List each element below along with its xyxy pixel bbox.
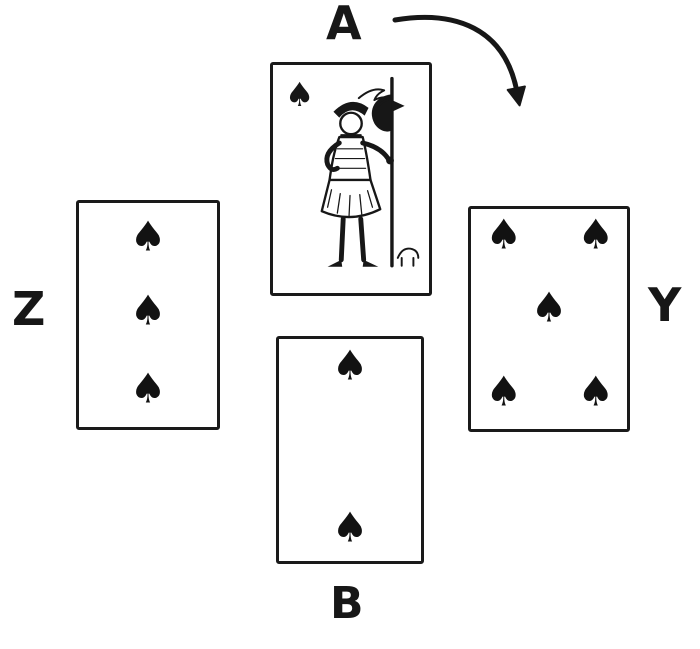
lead-arrow-icon <box>392 14 526 107</box>
player-label-south: B <box>330 578 365 629</box>
card-two-of-spades: ♠♠ <box>276 336 424 564</box>
spade-pip-icon: ♠ <box>485 210 523 259</box>
player-label-east: Y <box>648 278 683 332</box>
corner-spade-icon: ♠ <box>285 75 315 114</box>
spade-pip-icon: ♠ <box>331 341 369 390</box>
spade-pip-icon: ♠ <box>129 364 167 413</box>
spade-pip-icon: ♠ <box>577 367 615 416</box>
card-five-of-spades: ♠♠♠♠♠ <box>468 206 630 432</box>
spade-pip-icon: ♠ <box>331 503 369 552</box>
spade-pip-icon: ♠ <box>129 212 167 261</box>
spade-pip-icon: ♠ <box>485 367 523 416</box>
card-three-of-spades: ♠ ♠ ♠ <box>76 200 220 430</box>
jack-figure-illustration: ♠ <box>285 75 420 268</box>
spade-pip-icon: ♠ <box>577 210 615 259</box>
spade-pip-icon: ♠ <box>530 283 568 332</box>
dog-figure <box>396 247 420 267</box>
player-label-north: A <box>326 0 363 50</box>
spade-pip-icon: ♠ <box>129 286 167 335</box>
card-jack-of-spades: ♠ <box>270 62 432 296</box>
player-label-west: Z <box>12 282 47 336</box>
